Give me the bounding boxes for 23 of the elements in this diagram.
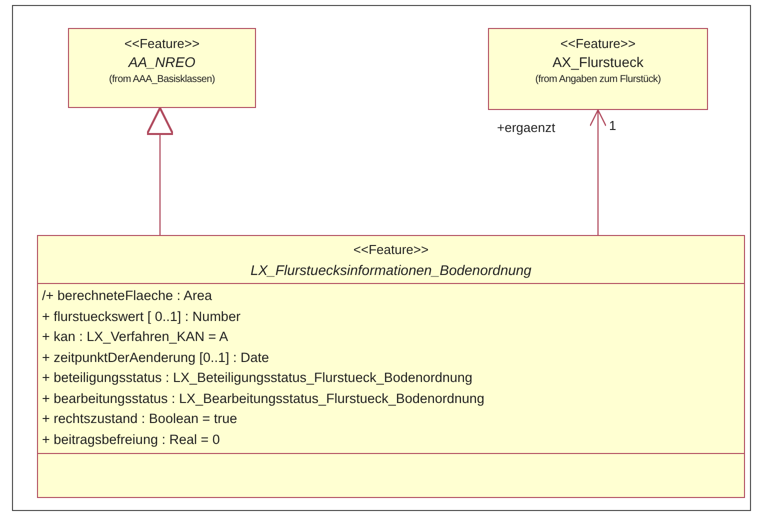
association-arrow [589, 109, 607, 235]
class-box [37, 235, 745, 498]
stereotype-label: <<Feature>> [559, 35, 637, 53]
stereotype-label: <<Feature>> [352, 241, 430, 259]
class-box [488, 28, 708, 110]
attribute-text: + flurstueckswert [ 0..1] : Number [42, 308, 242, 326]
stereotype-label: <<Feature>> [123, 35, 201, 53]
package-note: (from Angaben zum Flurstück) [534, 73, 662, 87]
attribute-text: + zeitpunktDerAenderung [0..1] : Date [42, 348, 270, 367]
class-name: AA_NREO [127, 53, 196, 71]
attribute-text: + beteiligungsstatus : LX_Beteiligungsstatus_Flurstueck_Bodenordnung [42, 369, 474, 387]
generalization-arrow [146, 106, 174, 235]
role-label: +ergaenzt [497, 120, 556, 135]
package-note: (from AAA_Basisklassen) [108, 73, 216, 87]
attribute-text: + kan : LX_Verfahren_KAN = A [42, 328, 230, 346]
attribute-text: + beitragsbefreiung : Real = 0 [42, 430, 221, 449]
class-name: LX_Flurstuecksinformationen_Bodenordnung [250, 261, 532, 280]
class-box [68, 28, 256, 108]
class-name: AX_Flurstueck [551, 53, 645, 71]
attribute-text: /+ berechneteFlaeche : Area [42, 287, 213, 305]
attribute-text: + bearbeitungsstatus : LX_Bearbeitungsstatus_Flurstueck_Bodenordnung [42, 390, 486, 408]
multiplicity-label: 1 [609, 118, 616, 133]
attribute-text: + rechtszustand : Boolean = true [42, 410, 238, 428]
